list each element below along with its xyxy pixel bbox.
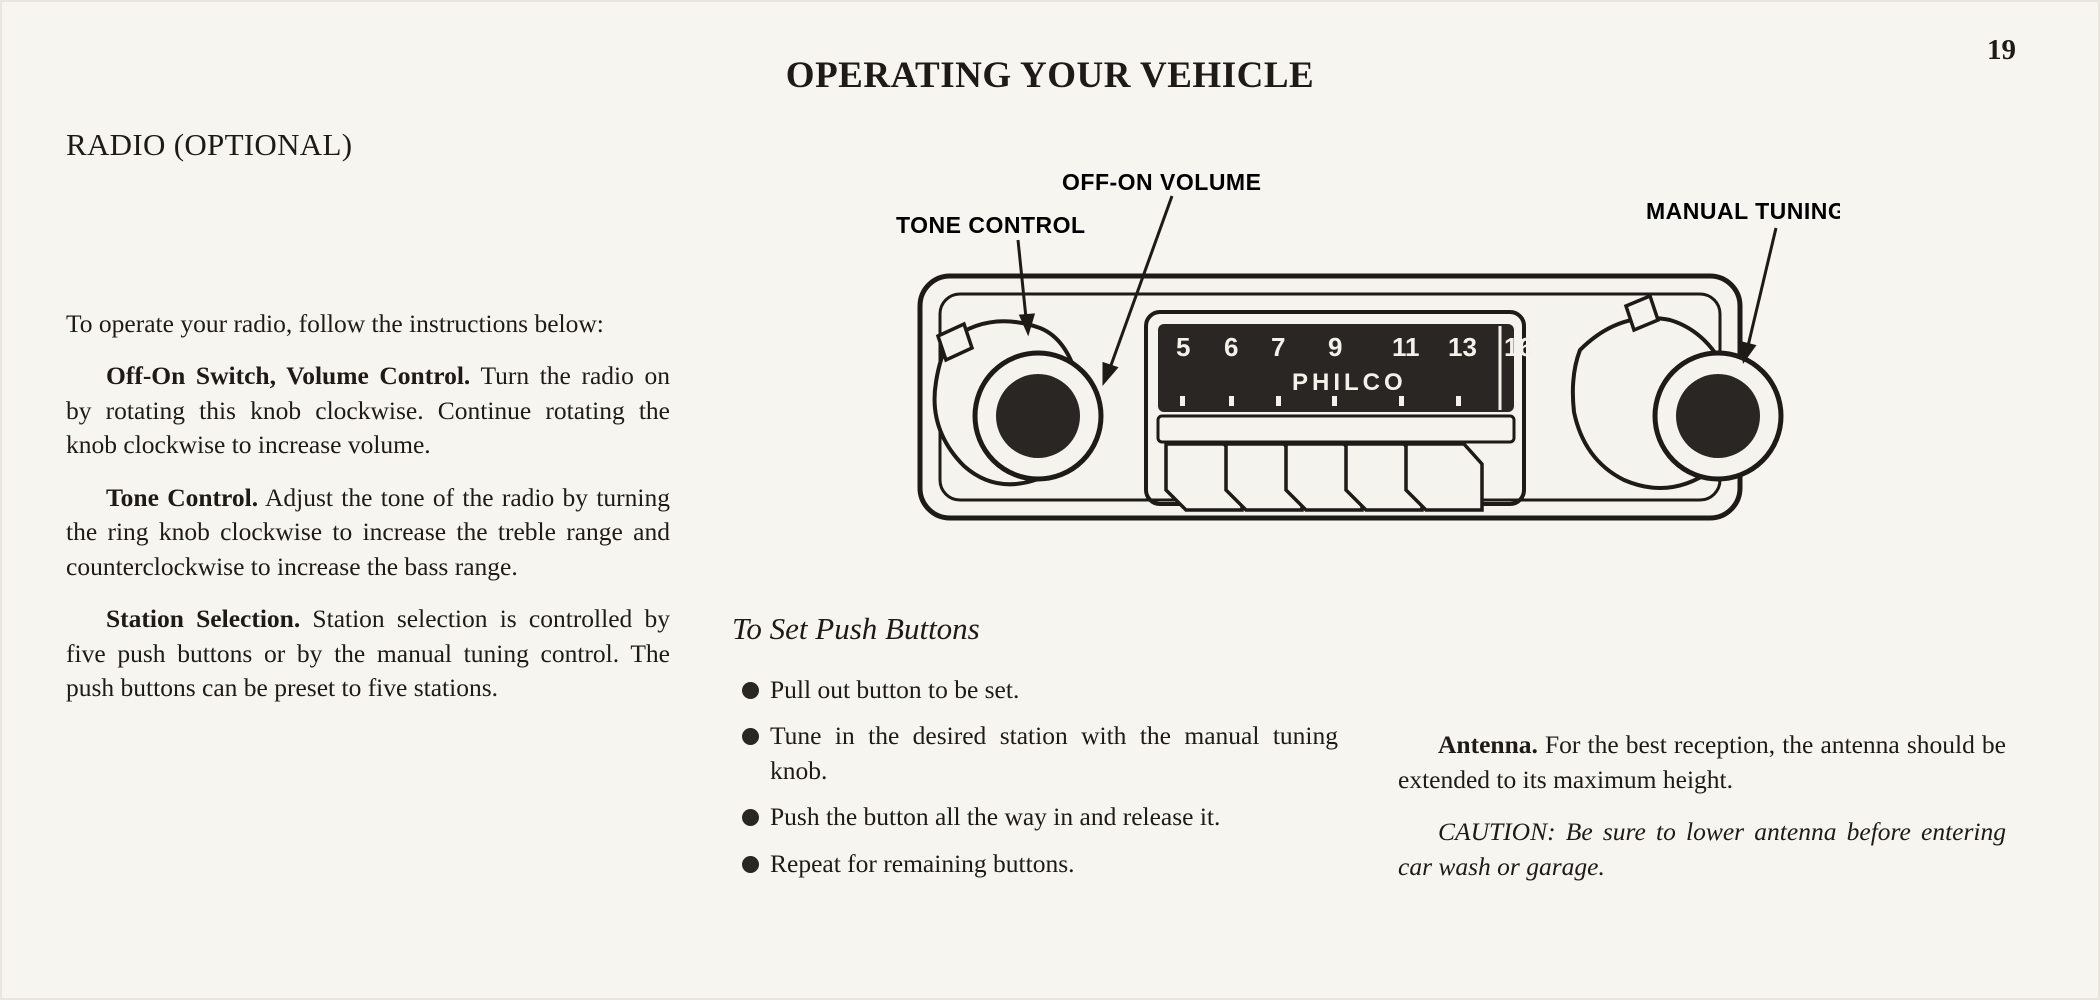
caution-lead: CAUTION: bbox=[1438, 817, 1556, 846]
paragraph-lead: Tone Control. bbox=[106, 482, 259, 512]
preset-button-5[interactable] bbox=[1404, 442, 1484, 512]
section-title: OPERATING YOUR VEHICLE bbox=[785, 55, 1315, 96]
caution-paragraph: CAUTION: Be sure to lower antenna before… bbox=[1398, 815, 2006, 884]
tuning-ring-tab[interactable] bbox=[1623, 293, 1661, 333]
paragraph-off-on-switch: Off-On Switch, Volume Control. Turn the … bbox=[66, 359, 670, 463]
push-buttons-heading: To Set Push Buttons bbox=[732, 611, 980, 646]
paragraph-lead: Station Selection. bbox=[106, 604, 301, 633]
preset-button-4[interactable] bbox=[1344, 442, 1424, 512]
tone-ring-tab[interactable] bbox=[935, 321, 975, 363]
right-knob-assembly[interactable] bbox=[1570, 293, 1784, 490]
manual-tuning-knob-cap[interactable] bbox=[1676, 374, 1760, 458]
paragraph-tone-control: Tone Control. Adjust the tone of the rad… bbox=[66, 481, 670, 585]
paragraph-lead: Off-On Switch, Volume Control. bbox=[106, 361, 471, 390]
push-button-steps: Pull out button to be set. Tune in the d… bbox=[732, 673, 1338, 882]
dial-window bbox=[1158, 324, 1514, 412]
volume-knob-cap[interactable] bbox=[996, 374, 1080, 458]
dial-number: 11 bbox=[1392, 332, 1420, 362]
list-item: Tune in the desired station with the man… bbox=[732, 719, 1338, 788]
dial-number: 9 bbox=[1328, 332, 1342, 362]
leader-arrowhead bbox=[1102, 361, 1119, 387]
dial-number: 16 bbox=[1504, 332, 1533, 362]
preset-rail bbox=[1156, 414, 1516, 444]
caution-text: Be sure to lower antenna before entering… bbox=[1398, 817, 2006, 881]
step-text: Push the button all the way in and relea… bbox=[770, 802, 1221, 831]
radio-heading: RADIO (OPTIONAL) bbox=[66, 127, 353, 162]
dial-number: 6 bbox=[1224, 332, 1238, 362]
leader-off-on-volume bbox=[1108, 195, 1174, 369]
paragraph-text: Adjust the tone of the radio by turning … bbox=[66, 482, 670, 581]
list-item: Repeat for remaining buttons. bbox=[732, 847, 1338, 882]
dial-number: 5 bbox=[1176, 332, 1190, 362]
page-number: 19 bbox=[1987, 34, 2016, 66]
brand-logo: PHILCO bbox=[1292, 369, 1407, 396]
step-text: Pull out button to be set. bbox=[770, 674, 1020, 704]
bullet-icon bbox=[742, 809, 759, 826]
caution-note: CAUTION: Be sure to lower antenna before… bbox=[1398, 815, 2006, 884]
paragraph-text: Station selection is controlled by five … bbox=[66, 604, 670, 702]
list-item: Push the button all the way in and relea… bbox=[732, 800, 1338, 835]
paragraph-station-selection: Station Selection. Station selection is … bbox=[66, 602, 670, 706]
leader-tone-control bbox=[1016, 239, 1028, 319]
label-manual-tuning: MANUAL TUNING bbox=[1646, 198, 1840, 224]
label-tone-control: TONE CONTROL bbox=[896, 212, 1086, 238]
left-column: RADIO (OPTIONAL) To operate your radio, … bbox=[66, 127, 670, 724]
list-item: Pull out button to be set. bbox=[732, 673, 1338, 708]
radio-illustration: OFF-ON VOLUME TONE CONTROL MANUAL TUNING… bbox=[896, 169, 1840, 521]
antenna-paragraph: Antenna. For the best reception, the ant… bbox=[1398, 728, 2006, 797]
step-text: Tune in the desired station with the man… bbox=[770, 721, 1338, 785]
step-text: Repeat for remaining buttons. bbox=[770, 848, 1075, 878]
dial-number: 7 bbox=[1271, 332, 1285, 362]
bullet-icon bbox=[742, 681, 759, 699]
antenna-column: Antenna. For the best reception, the ant… bbox=[1398, 728, 2006, 902]
dial-number: 13 bbox=[1448, 332, 1477, 362]
dial-scale: 5 6 7 9 11 13 16 PHILCO bbox=[1176, 332, 1533, 406]
leader-manual-tuning bbox=[1746, 227, 1778, 347]
leader-arrowhead bbox=[1740, 341, 1757, 365]
preset-button-2[interactable] bbox=[1224, 442, 1304, 512]
intro-paragraph: To operate your radio, follow the instru… bbox=[66, 308, 604, 338]
label-off-on-volume: OFF-ON VOLUME bbox=[1062, 169, 1261, 195]
paragraph-text: For the best reception, the antenna shou… bbox=[1398, 730, 2006, 794]
preset-button-1[interactable] bbox=[1164, 442, 1244, 512]
push-button-column: To Set Push Buttons Pull out button to b… bbox=[732, 611, 1338, 893]
leader-arrowhead bbox=[1018, 313, 1036, 337]
bullet-icon bbox=[742, 728, 759, 745]
bullet-icon bbox=[742, 855, 759, 873]
paragraph-text: Turn the radio on by rotating this knob … bbox=[66, 361, 670, 459]
radio-diagram: OFF-ON VOLUME TONE CONTROL MANUAL TUNING… bbox=[880, 160, 1840, 530]
paragraph-lead: Antenna. bbox=[1438, 730, 1538, 759]
left-knob-assembly[interactable] bbox=[932, 319, 1104, 487]
preset-button-3[interactable] bbox=[1284, 442, 1364, 512]
